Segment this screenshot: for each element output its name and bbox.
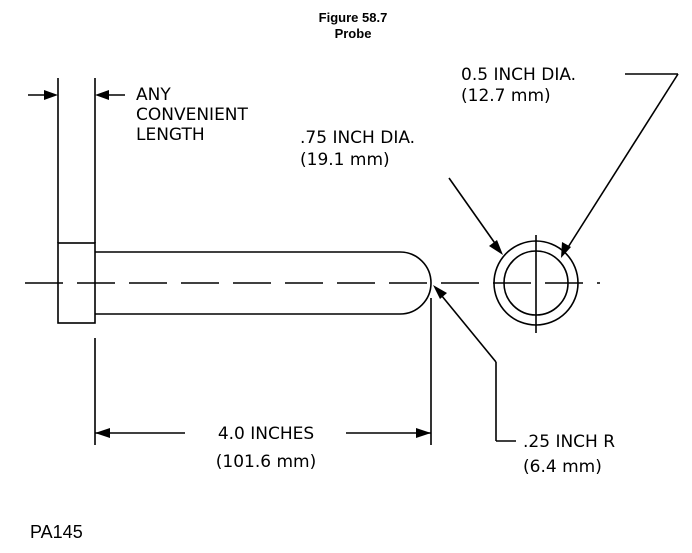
handle-length-label-3: LENGTH bbox=[136, 125, 205, 145]
outer-diameter-arrow bbox=[489, 240, 503, 255]
outer-diameter-label-1: .75 INCH DIA. bbox=[300, 128, 415, 148]
length-arrow-right bbox=[416, 428, 431, 438]
handle-dim-arrow-left bbox=[44, 90, 58, 100]
tip-radius-label-1: .25 INCH R bbox=[523, 432, 615, 452]
radius-leader-diagonal bbox=[436, 289, 497, 363]
radius-arrow bbox=[433, 285, 447, 299]
length-arrow-left bbox=[95, 428, 110, 438]
handle-length-label-1: ANY bbox=[136, 85, 171, 105]
outer-diameter-label-2: (19.1 mm) bbox=[300, 150, 390, 170]
handle-length-label-2: CONVENIENT bbox=[136, 105, 249, 125]
inner-diameter-leader bbox=[564, 73, 679, 253]
probe-shaft bbox=[95, 251, 432, 315]
inner-diameter-arrow bbox=[561, 242, 571, 258]
handle-dim-arrow-right bbox=[95, 90, 109, 100]
outer-diameter-leader bbox=[448, 177, 500, 250]
figure-subtitle: Probe bbox=[335, 26, 372, 41]
inner-diameter-label-2: (12.7 mm) bbox=[461, 86, 551, 106]
tip-radius-label-2: (6.4 mm) bbox=[523, 457, 602, 477]
probe-length-label-2: (101.6 mm) bbox=[216, 452, 316, 472]
probe-length-label-1: 4.0 INCHES bbox=[218, 424, 314, 444]
figure-title: Figure 58.7 bbox=[319, 10, 388, 25]
inner-diameter-label-1: 0.5 INCH DIA. bbox=[461, 65, 576, 85]
reference-code: PA145 bbox=[30, 522, 83, 542]
